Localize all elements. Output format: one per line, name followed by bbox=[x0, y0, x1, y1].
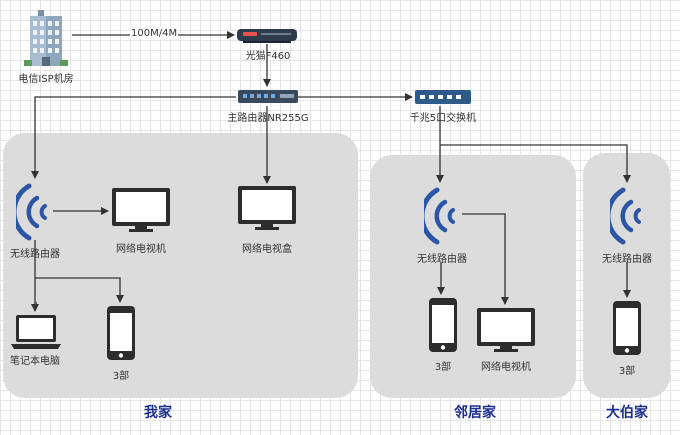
my-home-phones-label: 3部 bbox=[112, 371, 130, 382]
isp-label: 电信ISP机房 bbox=[18, 74, 74, 85]
switch-label: 千兆5口交换机 bbox=[409, 113, 477, 124]
wifi-icon bbox=[424, 187, 455, 245]
wifi-icon bbox=[610, 187, 641, 245]
tvbox-icon bbox=[238, 186, 296, 230]
phone-icon bbox=[107, 306, 135, 360]
tv-icon bbox=[477, 308, 535, 352]
modem-icon bbox=[237, 29, 297, 43]
zone-my-home bbox=[3, 133, 358, 398]
tv-icon bbox=[112, 188, 170, 232]
switch-icon bbox=[415, 90, 471, 104]
uncle-wifi-label: 无线路由器 bbox=[602, 254, 652, 265]
wifi-icon bbox=[16, 183, 47, 241]
main-router-label: 主路由器NR255G bbox=[227, 113, 309, 124]
my-home-tv-label: 网络电视机 bbox=[116, 244, 166, 255]
line-router-wifi-home bbox=[31, 96, 236, 179]
line-switch-wifi-uncle bbox=[440, 144, 631, 183]
my-home-title: 我家 bbox=[144, 405, 172, 421]
router-icon bbox=[238, 90, 298, 103]
my-home-wifi-label: 无线路由器 bbox=[10, 249, 60, 260]
zone-neighbor bbox=[370, 155, 576, 398]
my-home-laptop-label: 笔记本电脑 bbox=[10, 356, 60, 367]
phone-icon bbox=[429, 298, 457, 352]
line-neighbor-wifi-tv bbox=[462, 213, 509, 305]
uncle-title: 大伯家 bbox=[606, 405, 648, 421]
building-icon bbox=[24, 10, 68, 66]
uncle-phones-label: 3部 bbox=[618, 366, 636, 377]
neighbor-title: 邻居家 bbox=[454, 405, 496, 421]
line-wifi-phone bbox=[35, 277, 124, 303]
phone-icon bbox=[613, 301, 641, 355]
laptop-icon bbox=[11, 315, 61, 349]
my-home-tvbox-label: 网络电视盒 bbox=[242, 244, 292, 255]
modem-label: 光猫F460 bbox=[245, 51, 291, 62]
link-speed-label: 100M/4M bbox=[130, 28, 179, 39]
neighbor-wifi-label: 无线路由器 bbox=[417, 254, 467, 265]
neighbor-phones-label: 3部 bbox=[434, 362, 452, 373]
neighbor-tv-label: 网络电视机 bbox=[481, 362, 531, 373]
